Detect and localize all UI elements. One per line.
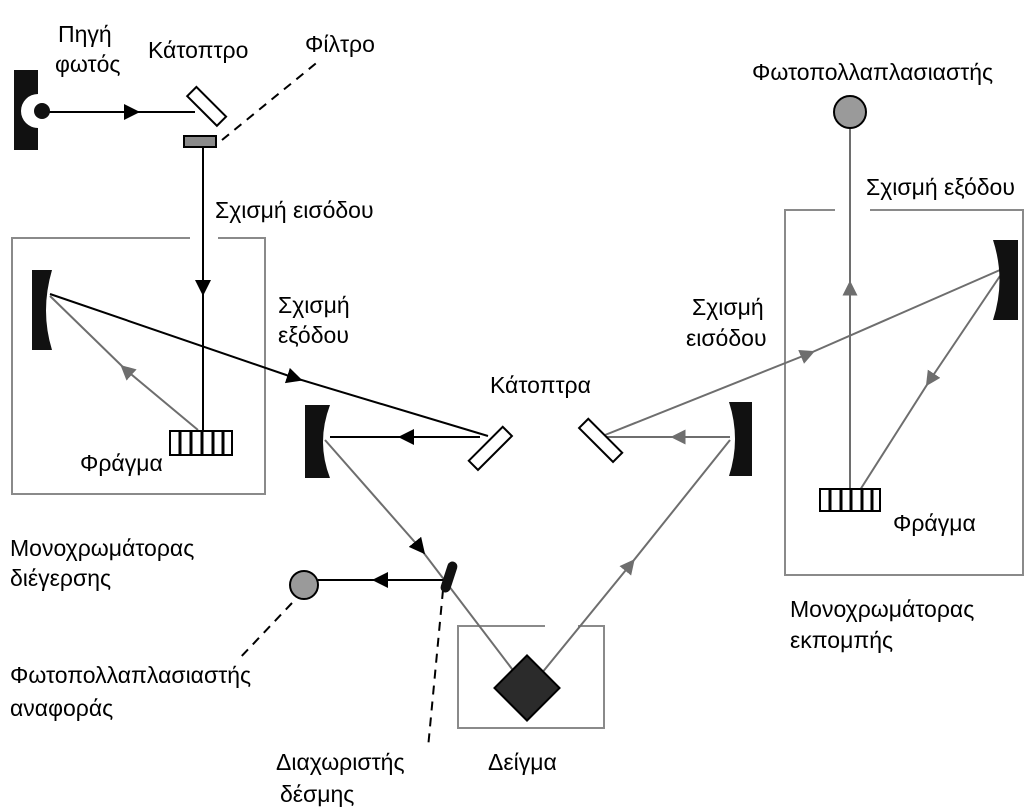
left-concave-mirror-icon <box>305 405 330 478</box>
emission-mono-label-line1: Μονοχρωμάτορας <box>790 596 974 622</box>
grating-left-label: Φράγμα <box>80 450 163 476</box>
grating-right-label: Φράγμα <box>893 510 976 536</box>
reference-pmt-icon <box>289 570 319 600</box>
reference-pmt-label-line2: αναφοράς <box>10 695 113 721</box>
concave-to-center-mirror-beam <box>49 293 489 437</box>
pmt-label: Φωτοπολλαπλασιαστής <box>752 59 993 85</box>
entrance-slit-right-label-line2: εισόδου <box>686 325 767 351</box>
pmt-icon <box>833 95 867 129</box>
excitation-concave-mirror-icon <box>32 270 52 350</box>
light-source-icon <box>14 70 50 150</box>
beam-splitter-label-line2: δέσμης <box>280 781 354 807</box>
filter-icon <box>183 135 217 148</box>
excitation-grating-icon <box>169 430 233 456</box>
center-right-mirror-icon <box>577 417 624 464</box>
beam-splitter-label-line1: Διαχωριστής <box>276 749 405 775</box>
right-concave-mirror-icon <box>729 402 752 476</box>
excitation-mono-enclosure <box>11 237 266 495</box>
sample-icon <box>493 654 561 722</box>
light-source-label-line1: Πηγή <box>58 21 112 47</box>
beam-splitter-icon <box>440 561 458 593</box>
exit-slit-left-label-line1: Σχισμή <box>278 292 350 318</box>
top-mirror-label: Κάτοπτρο <box>148 37 248 63</box>
emission-concave-mirror-icon <box>993 240 1018 320</box>
sample-enclosure <box>457 625 605 729</box>
emission-grating-icon <box>819 488 881 512</box>
emission-mono-enclosure <box>784 209 1024 576</box>
mirrors-center-label: Κάτοπτρα <box>490 372 591 398</box>
emission-mono-label-line2: εκπομπής <box>790 627 893 653</box>
entrance-slit-left-label: Σχισμή εισόδου <box>215 197 374 223</box>
grating-to-concave-beam <box>49 295 199 431</box>
sample-label: Δείγμα <box>488 749 557 775</box>
beam-splitter-leader-line <box>427 589 444 749</box>
sample-to-right-concave-beam <box>527 439 731 691</box>
filter-leader-line <box>221 59 321 141</box>
left-concave-to-splitter-beam <box>324 439 529 691</box>
center-mirror-to-right-concave-beam <box>604 269 1001 436</box>
entrance-slit-right-label-line1: Σχισμή <box>692 294 764 320</box>
reference-pmt-leader-line <box>237 602 293 661</box>
exit-slit-right-label: Σχισμή εξόδου <box>866 174 1015 200</box>
light-source-label-line2: φωτός <box>55 51 121 77</box>
filter-label: Φίλτρο <box>305 31 375 57</box>
reference-pmt-label-line1: Φωτοπολλαπλασιαστής <box>10 662 251 688</box>
center-left-mirror-icon <box>467 425 514 472</box>
excitation-mono-label-line1: Μονοχρωμάτορας <box>10 535 194 561</box>
right-concave-to-grating-beam <box>859 275 1001 491</box>
excitation-mono-label-line2: διέγερσης <box>10 565 111 591</box>
top-mirror-icon <box>185 85 228 128</box>
exit-slit-left-label-line2: εξόδου <box>278 322 349 348</box>
